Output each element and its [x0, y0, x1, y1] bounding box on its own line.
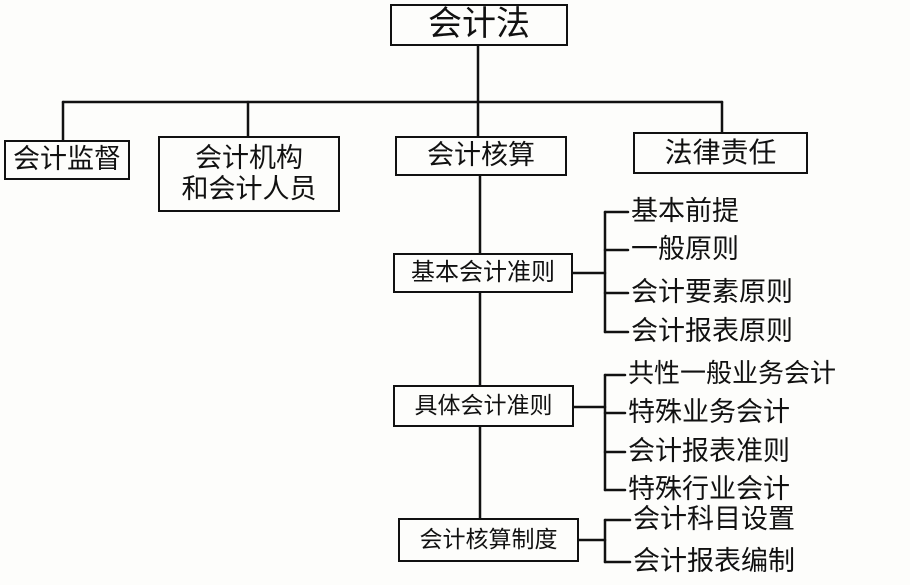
leaf-specific-2: 特殊业务会计 [628, 397, 790, 428]
root-node: 会计法 [390, 4, 568, 46]
specific-standards-node: 具体会计准则 [393, 385, 574, 427]
supervision-label: 会计监督 [13, 144, 121, 176]
leaf-specific-4: 特殊行业会计 [628, 474, 790, 505]
leaf-system-1: 会计科目设置 [633, 504, 795, 535]
accounting-node: 会计核算 [395, 136, 567, 176]
leaf-specific-3: 会计报表准则 [628, 436, 790, 467]
liability-label: 法律责任 [664, 135, 777, 169]
leaf-basic-1: 基本前提 [631, 196, 739, 227]
leaf-basic-4: 会计报表原则 [631, 316, 793, 347]
basic-standards-label: 基本会计准则 [411, 258, 555, 287]
supervision-node: 会计监督 [4, 140, 130, 180]
leaf-basic-3: 会计要素原则 [631, 277, 793, 308]
leaf-system-2: 会计报表编制 [633, 546, 795, 577]
institutions-label-line1: 会计机构 [195, 142, 303, 174]
root-label: 会计法 [428, 4, 530, 45]
specific-standards-label: 具体会计准则 [414, 392, 553, 419]
institutions-node: 会计机构 和会计人员 [158, 136, 340, 212]
leaf-specific-1: 共性一般业务会计 [628, 359, 837, 389]
accounting-label: 会计核算 [427, 140, 535, 172]
leaf-basic-2: 一般原则 [631, 234, 739, 265]
institutions-label-line2: 和会计人员 [181, 174, 317, 205]
basic-standards-node: 基本会计准则 [393, 253, 573, 293]
accounting-system-label: 会计核算制度 [419, 526, 558, 553]
liability-node: 法律责任 [633, 132, 808, 174]
accounting-system-node: 会计核算制度 [398, 518, 579, 562]
